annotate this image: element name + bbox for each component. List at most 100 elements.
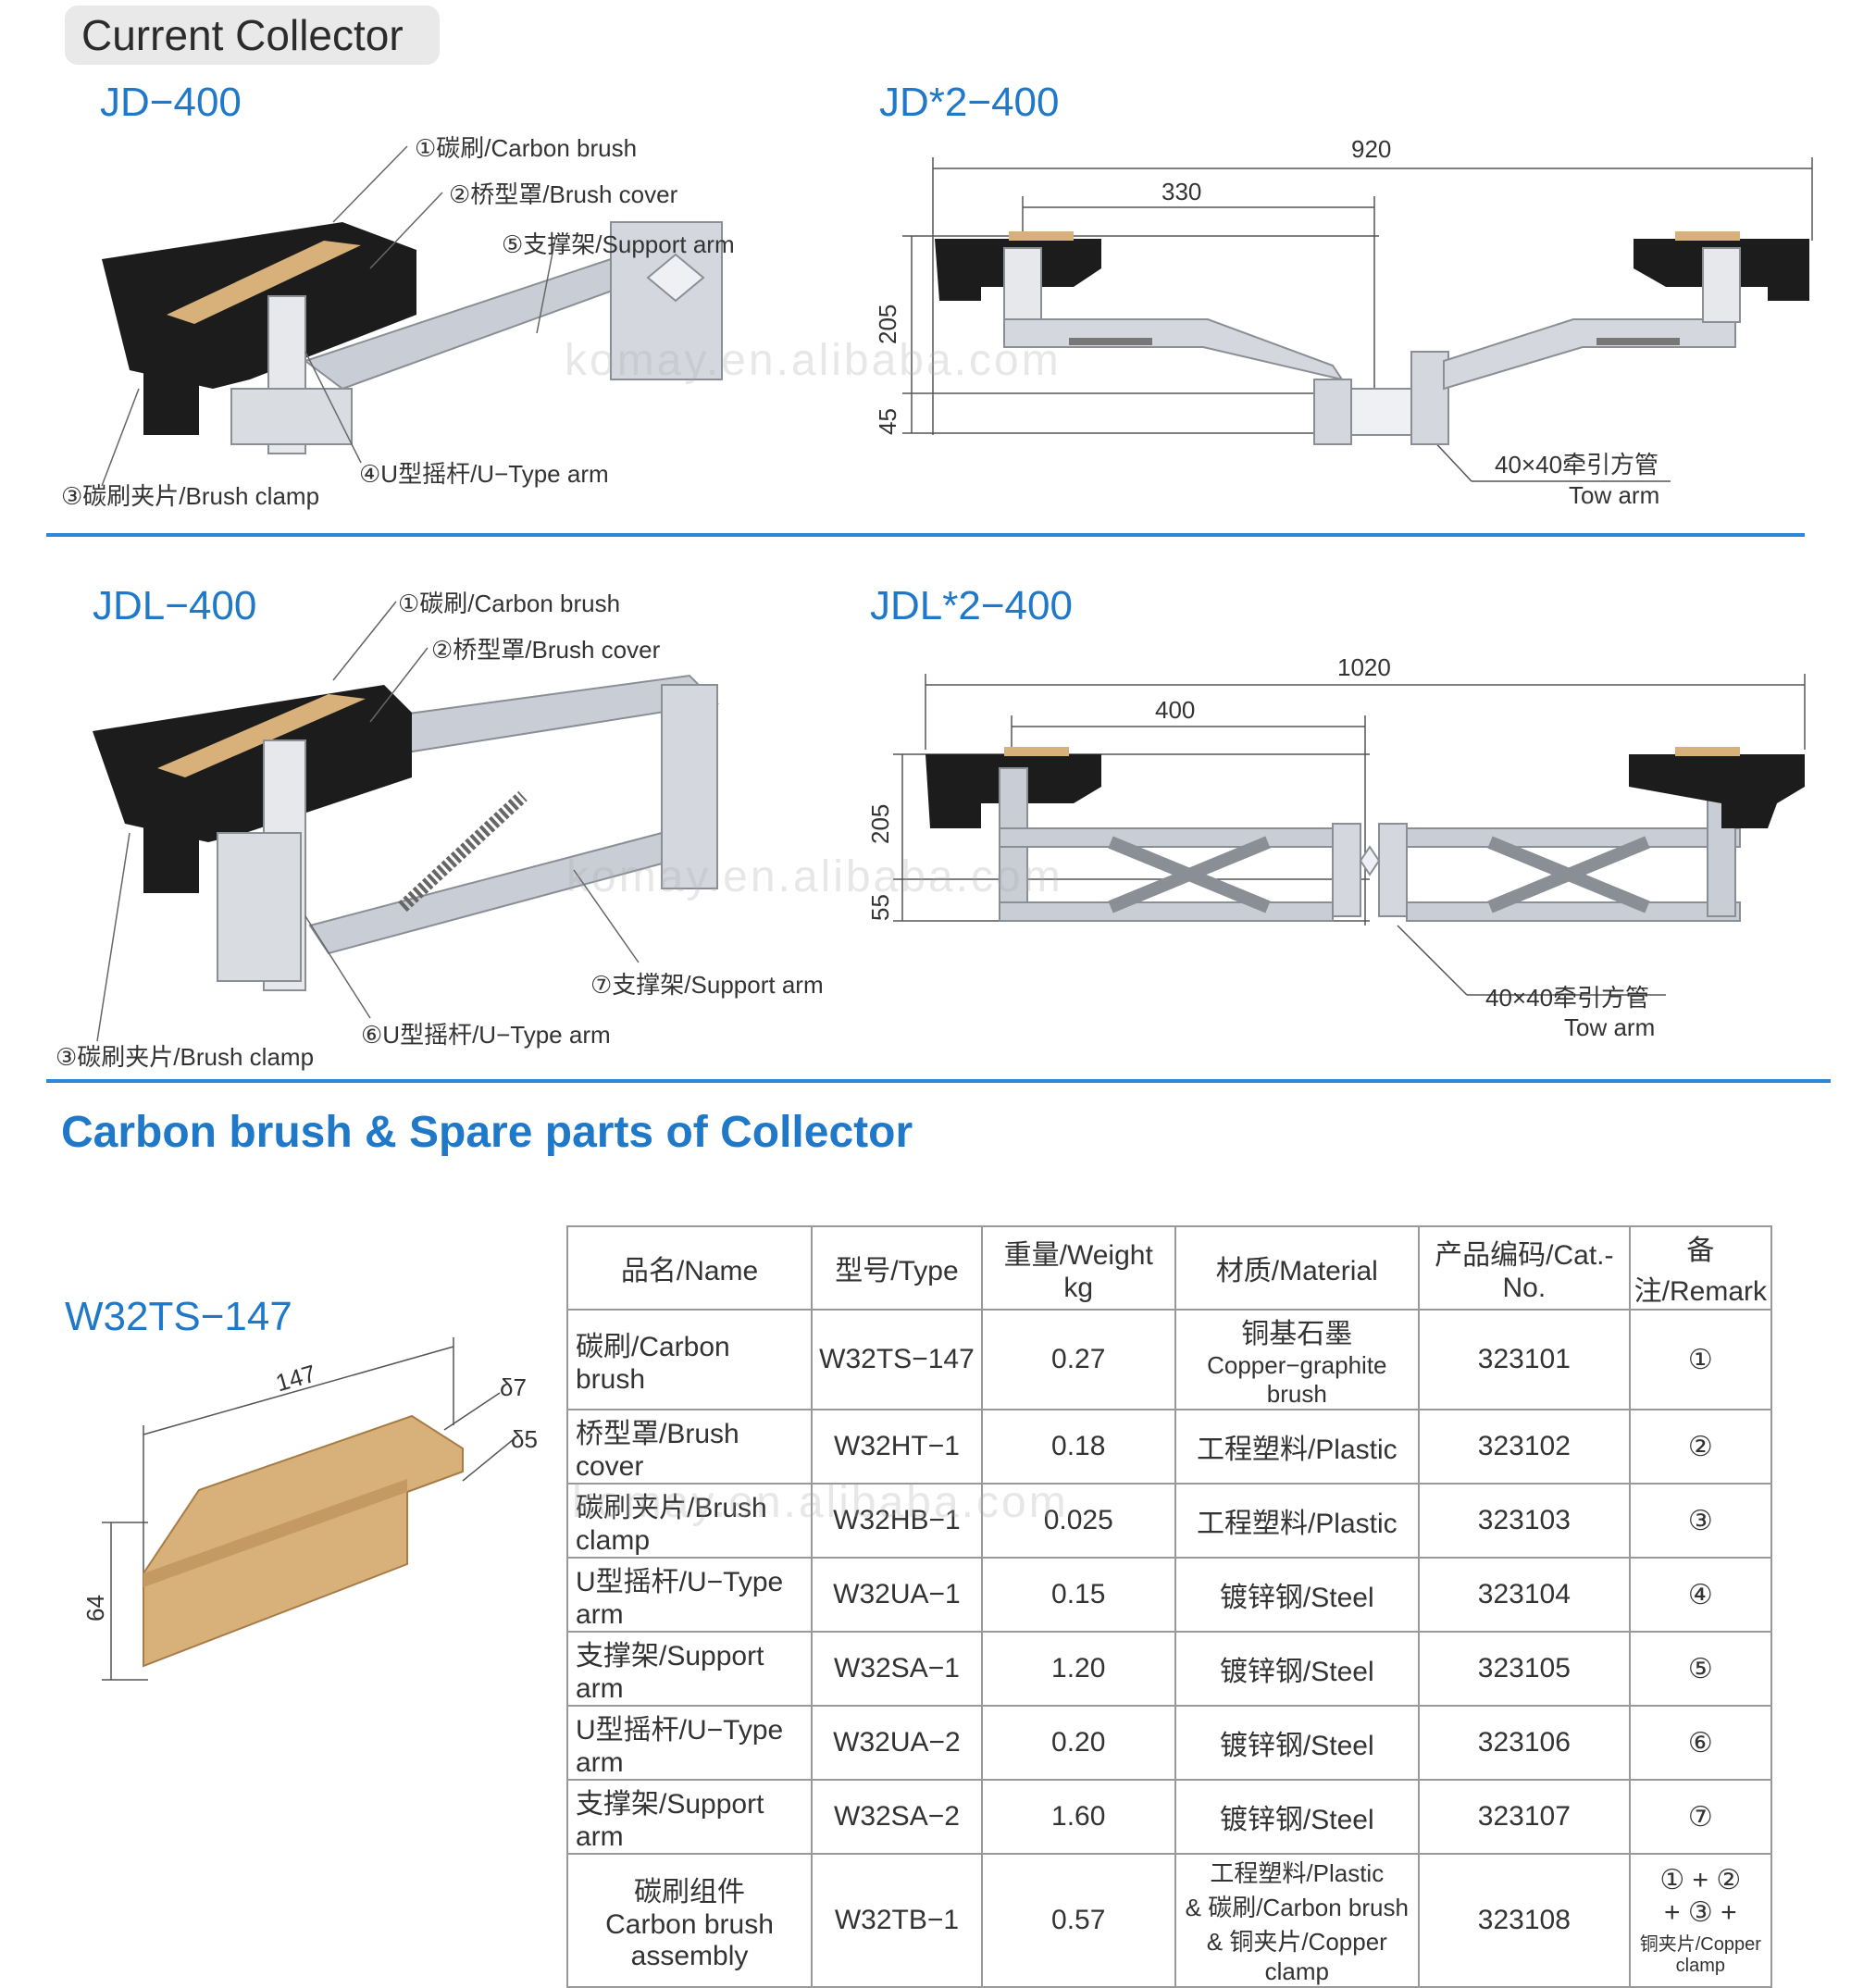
- cell-name: U型摇杆/U−Type arm: [565, 1705, 814, 1781]
- table-row: 碳刷组件 Carbon brush assembly W32TB−1 0.57 …: [565, 1853, 1773, 1988]
- cell-type: W32UA−2: [811, 1705, 983, 1781]
- remark-line: 铜夹片/Copper clamp: [1639, 1934, 1761, 1976]
- header-type: 型号/Type: [811, 1225, 983, 1311]
- model-title-w32ts-147: W32TS−147: [65, 1294, 292, 1339]
- material-line: & 铜夹片/Copper clamp: [1206, 1928, 1387, 1985]
- cell-material: 工程塑料/Plastic & 碳刷/Carbon brush & 铜夹片/Cop…: [1174, 1853, 1421, 1988]
- cell-material: 铜基石墨 Copper−graphite brush: [1174, 1309, 1421, 1410]
- cell-material: 镀锌钢/Steel: [1174, 1779, 1421, 1855]
- page-header: Current Collector: [65, 6, 440, 65]
- section-divider: [46, 533, 1805, 537]
- cell-material: 镀锌钢/Steel: [1174, 1631, 1421, 1707]
- header-cat-no: 产品编码/Cat.-No.: [1418, 1225, 1631, 1311]
- cell-type: W32TB−1: [811, 1853, 983, 1988]
- cell-material: 工程塑料/Plastic: [1174, 1409, 1421, 1485]
- material-cn: 铜基石墨: [1241, 1319, 1353, 1349]
- cell-type: W32SA−2: [811, 1779, 983, 1855]
- right-collector: [1629, 747, 1805, 828]
- right-collector: [1634, 231, 1809, 323]
- tow-coupling: [1313, 351, 1449, 445]
- section-divider: [46, 1079, 1831, 1083]
- cell-cat-no: 323106: [1418, 1705, 1631, 1781]
- dim-total-width: 1020: [1337, 653, 1391, 681]
- tow-tube-label: 40×40牵引方管: [1485, 984, 1650, 1012]
- support-arm: [308, 674, 720, 955]
- jdl-400-leader-lines: [96, 601, 640, 1042]
- section-title: Carbon brush & Spare parts of Collector: [61, 1108, 913, 1157]
- table-row: 支撑架/Support arm W32SA−2 1.60 镀锌钢/Steel 3…: [565, 1779, 1773, 1855]
- callout-support-arm: ⑤支撑架/Support arm: [502, 230, 735, 258]
- brush-cover: [102, 222, 416, 435]
- spare-parts-table: 品名/Name 型号/Type 重量/Weight kg 材质/Material…: [565, 1225, 1773, 1988]
- cell-weight: 1.20: [980, 1631, 1176, 1707]
- u-type-arm: [230, 295, 353, 454]
- callout-brush-cover: ②桥型罩/Brush cover: [449, 180, 678, 208]
- jd2-400-drawing: [902, 157, 1813, 482]
- dim-half-width: 400: [1155, 696, 1196, 724]
- dim-total-width: 920: [1351, 135, 1392, 163]
- tow-arm-label: Tow arm: [1564, 1013, 1656, 1041]
- jdl2-400-drawing: [893, 674, 1806, 996]
- table-row: 支撑架/Support arm W32SA−1 1.20 镀锌钢/Steel 3…: [565, 1631, 1773, 1707]
- header-name: 品名/Name: [565, 1225, 814, 1311]
- cell-weight: 0.20: [980, 1705, 1176, 1781]
- remark-line: ① + ②: [1659, 1865, 1742, 1895]
- carbon-brush-drawing: [102, 1337, 515, 1681]
- cell-type: W32UA−1: [811, 1557, 983, 1633]
- cell-type: W32HT−1: [811, 1409, 983, 1485]
- callout-u-type-arm: ④U型摇杆/U−Type arm: [359, 460, 609, 488]
- cell-cat-no: 323107: [1418, 1779, 1631, 1855]
- cell-weight: 0.025: [980, 1483, 1176, 1559]
- header-remark: 备注/Remark: [1628, 1225, 1773, 1311]
- cell-type: W32TS−147: [811, 1309, 983, 1410]
- cell-remark: ③: [1628, 1483, 1773, 1559]
- callout-brush-cover: ②桥型罩/Brush cover: [431, 636, 661, 664]
- cell-name: U型摇杆/U−Type arm: [565, 1557, 814, 1633]
- table-row: 桥型罩/Brush cover W32HT−1 0.18 工程塑料/Plasti…: [565, 1409, 1773, 1485]
- watermark: komay.en.alibaba.com: [565, 336, 1062, 385]
- cell-remark: ②: [1628, 1409, 1773, 1485]
- jd-400-leader-lines: [101, 145, 556, 487]
- cell-weight: 0.57: [980, 1853, 1176, 1988]
- jd-400-illustration: [102, 221, 723, 454]
- dim-half-width: 330: [1162, 178, 1202, 205]
- cell-remark: ⑦: [1628, 1779, 1773, 1855]
- callout-u-type-arm: ⑥U型摇杆/U−Type arm: [361, 1021, 611, 1049]
- cell-material: 镀锌钢/Steel: [1174, 1705, 1421, 1781]
- cell-name: 支撑架/Support arm: [565, 1631, 814, 1707]
- right-arm: [1443, 318, 1736, 391]
- model-title-jd2-400: JD*2−400: [879, 80, 1060, 125]
- brush-thickness-1: δ7: [500, 1373, 527, 1401]
- cell-cat-no: 323101: [1418, 1309, 1631, 1410]
- table-row: U型摇杆/U−Type arm W32UA−2 0.20 镀锌钢/Steel 3…: [565, 1705, 1773, 1781]
- assembly-name-en: Carbon brush assembly: [605, 1909, 774, 1971]
- watermark: komay.en.alibaba.com: [566, 852, 1063, 901]
- cell-weight: 0.27: [980, 1309, 1176, 1410]
- tow-coupling: [1332, 823, 1408, 917]
- cell-remark: ① + ② + ③ + 铜夹片/Copper clamp: [1628, 1853, 1773, 1988]
- cell-name: 桥型罩/Brush cover: [565, 1409, 814, 1485]
- callout-brush-clamp: ③碳刷夹片/Brush clamp: [56, 1043, 315, 1071]
- callout-brush-clamp: ③碳刷夹片/Brush clamp: [61, 482, 320, 510]
- cell-weight: 0.15: [980, 1557, 1176, 1633]
- table-row: 碳刷/Carbon brush W32TS−147 0.27 铜基石墨 Copp…: [565, 1309, 1773, 1410]
- brush-thickness-2: δ5: [511, 1425, 538, 1453]
- table-row: 碳刷夹片/Brush clamp W32HB−1 0.025 工程塑料/Plas…: [565, 1483, 1773, 1559]
- cell-cat-no: 323104: [1418, 1557, 1631, 1633]
- cell-name: 支撑架/Support arm: [565, 1779, 814, 1855]
- header-material: 材质/Material: [1174, 1225, 1421, 1311]
- brush-cover: [93, 685, 412, 893]
- cell-cat-no: 323105: [1418, 1631, 1631, 1707]
- carbon-brush: [143, 1414, 464, 1668]
- cell-type: W32SA−1: [811, 1631, 983, 1707]
- callout-carbon-brush: ①碳刷/Carbon brush: [415, 134, 638, 162]
- cell-cat-no: 323103: [1418, 1483, 1631, 1559]
- cell-cat-no: 323108: [1418, 1853, 1631, 1988]
- material-en: Copper−graphite brush: [1207, 1351, 1387, 1408]
- model-title-jd-400: JD−400: [100, 80, 242, 125]
- cell-name: 碳刷夹片/Brush clamp: [565, 1483, 814, 1559]
- clamp-block: [610, 221, 723, 380]
- tow-arm-label: Tow arm: [1569, 481, 1660, 509]
- watermark: komay.en.alibaba.com: [572, 1478, 1069, 1527]
- header-weight: 重量/Weight kg: [980, 1225, 1176, 1311]
